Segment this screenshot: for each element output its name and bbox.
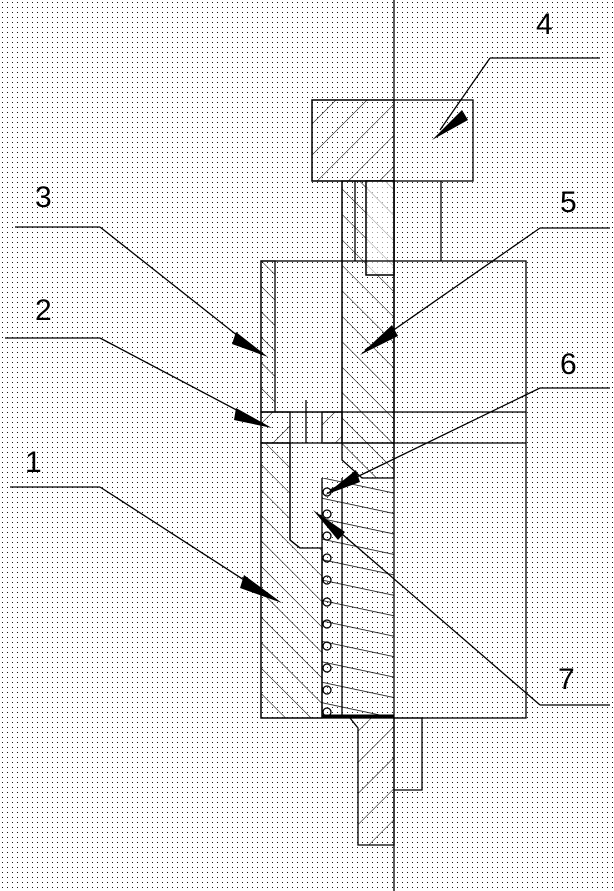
label-part-2: 2 [35,296,52,326]
part-3-sleeve [261,261,275,412]
label-part-7: 7 [558,665,575,695]
label-part-4: 4 [536,10,553,40]
label-part-6: 6 [560,350,577,380]
part-5-shaft [342,181,394,443]
part-6-spring [322,478,394,718]
label-part-3: 3 [35,183,52,213]
label-part-1: 1 [25,448,42,478]
label-part-5: 5 [560,188,577,218]
